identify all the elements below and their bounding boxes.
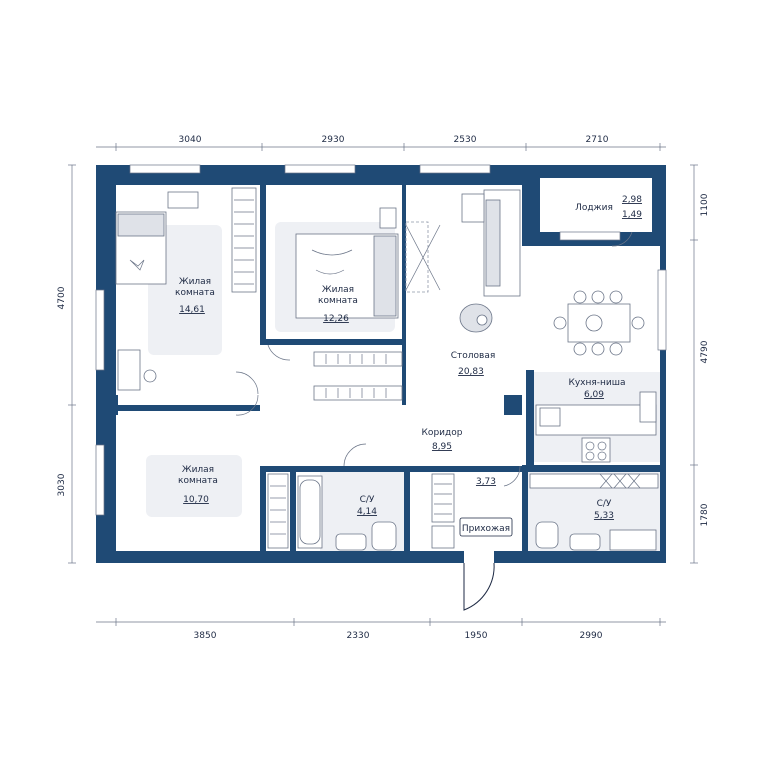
living-armchair (461, 193, 485, 223)
bedroom1-rug (148, 225, 222, 355)
hall-wardrobe (431, 473, 455, 549)
dim-right-3: 1780 (700, 503, 710, 526)
dim-right-2: 4790 (700, 340, 710, 363)
kitchen-counter (535, 391, 657, 463)
bedroom3-rug (146, 455, 242, 517)
hall-name: Прихожая (462, 524, 510, 534)
bedroom1-name-2: комната (175, 288, 215, 298)
dining-name: Столовая (451, 351, 496, 361)
bedroom1-wardrobe (231, 187, 257, 293)
bath1-fixtures (297, 475, 397, 551)
bedroom3-area: 10,70 (183, 495, 209, 505)
bedroom1-nightstand (167, 191, 199, 209)
dim-bottom-2: 2330 (347, 631, 370, 641)
bedroom3-name-1: Жилая (182, 465, 214, 475)
interior-walls (96, 185, 660, 563)
dim-bottom-1: 3850 (194, 631, 217, 641)
windows (95, 164, 667, 516)
bedroom1-name-1: Жилая (179, 277, 211, 287)
dim-right-1: 1100 (700, 193, 710, 216)
bath1-name: С/У (360, 495, 375, 505)
bedroom2-bed (295, 233, 399, 319)
bedroom2-name-2: комната (318, 296, 358, 306)
entrance-door (463, 551, 495, 611)
corridor-wardrobe-2 (313, 385, 403, 401)
wardrobe-strip (267, 473, 289, 549)
hall-area: 3,73 (476, 477, 496, 487)
dimension-lines (68, 143, 698, 626)
dim-bottom-4: 2990 (580, 631, 603, 641)
bath2-name: С/У (597, 499, 612, 509)
bedroom1-bed (115, 211, 167, 285)
dim-top-1: 3040 (179, 135, 202, 145)
loggia-area-2: 1,49 (622, 210, 642, 220)
bedroom3-name-2: комната (178, 476, 218, 486)
bedroom2-name-1: Жилая (322, 285, 354, 295)
dim-left-1: 4700 (57, 286, 67, 309)
living-sofa (483, 189, 521, 297)
bath1-area: 4,14 (357, 507, 377, 517)
dim-bottom-3: 1950 (465, 631, 488, 641)
bath2-area: 5,33 (594, 511, 614, 521)
loggia-area-1: 2,98 (622, 195, 642, 205)
dim-left-2: 3030 (57, 473, 67, 496)
loggia-name: Лоджия (575, 203, 613, 213)
kitchen-name: Кухня-ниша (568, 378, 625, 388)
hall-label-box (459, 517, 513, 537)
dim-top-2: 2930 (322, 135, 345, 145)
dim-top-4: 2710 (586, 135, 609, 145)
bedroom2-plant (379, 207, 397, 229)
coffee-table (459, 303, 493, 333)
dining-area: 20,83 (458, 367, 484, 377)
door-swings (235, 231, 633, 487)
corridor-area: 8,95 (432, 442, 452, 452)
bedroom1-area: 14,61 (179, 305, 205, 315)
dim-top-3: 2530 (454, 135, 477, 145)
bath2-fixtures (529, 473, 659, 551)
dining-table (553, 290, 645, 356)
bedroom2-area: 12,26 (323, 314, 349, 324)
corridor-name: Коридор (422, 428, 463, 438)
kitchen-area: 6,09 (584, 390, 604, 400)
corridor-wardrobe-1 (313, 351, 403, 367)
living-carpet-lines (405, 221, 441, 293)
bedroom1-desk (117, 349, 157, 391)
